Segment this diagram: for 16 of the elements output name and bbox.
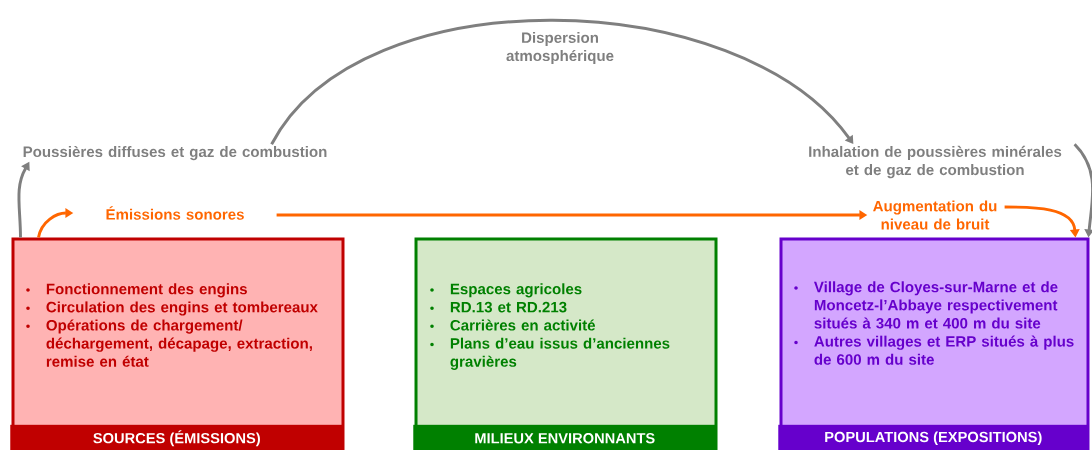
- edge-label: Dispersion atmosphérique: [506, 31, 614, 65]
- flow-label: Augmentation du niveau de bruit: [873, 200, 997, 230]
- bullet-list: Espaces agricoles RD.13 et RD.213 Carrières en activité Plans d’eau issus d’anciennes gravières: [430, 283, 670, 370]
- box-heading: SOURCES (ÉMISSIONS): [10, 424, 344, 450]
- flow-label: Inhalation de poussières minérales et de gaz de combustion: [809, 145, 1062, 179]
- box-heading: POPULATIONS (EXPOSITIONS): [778, 424, 1089, 450]
- node-label: Carrières en activité: [450, 319, 596, 331]
- node-label: Plans d’eau issus d’anciennes gravières: [450, 337, 670, 370]
- bullet-list: Village de Cloyes-sur-Marne et de Moncetz-l’Abbaye respectivement situés à 340 m et 400 m du site Autres villages et ERP situés à plus de 600 m du site: [794, 281, 1074, 365]
- box-heading: MILIEUX ENVIRONNANTS: [413, 424, 717, 450]
- node-label: RD.13 et RD.213: [450, 301, 567, 313]
- arrow: [270, 18, 854, 146]
- bullet-list: Fonctionnement des engins Circulation des engins et tombereaux Opérations de chargement/ déchargement, décapage, extraction, remise en état: [26, 283, 318, 367]
- flow-label: Poussières diffuses et gaz de combustion: [23, 145, 327, 161]
- node-label: Espaces agricoles: [450, 283, 582, 298]
- flow-label: Émissions sonores: [106, 206, 244, 220]
